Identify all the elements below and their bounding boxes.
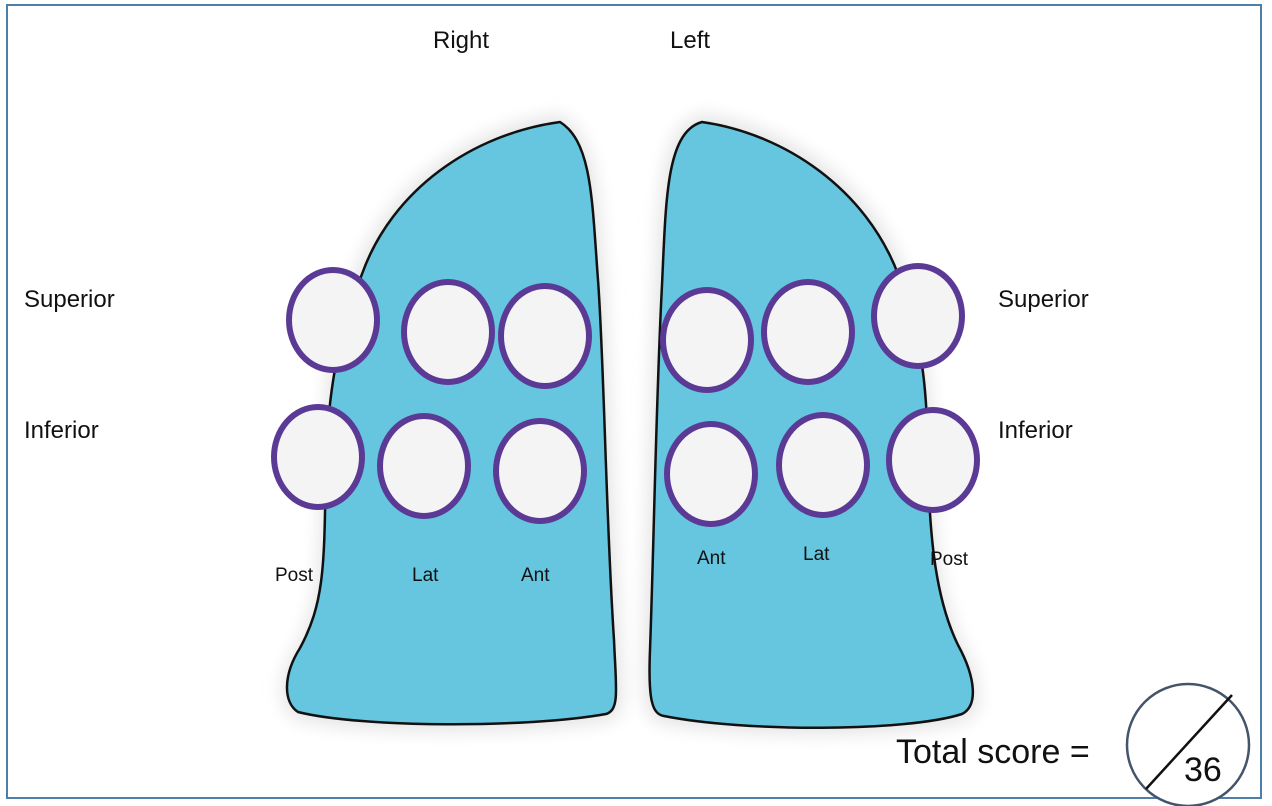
zone-left-superior-lat[interactable] [764,282,852,382]
right-post-label: Post [275,566,313,585]
total-score-max: 36 [1184,753,1222,787]
left-lat-label: Lat [803,545,829,564]
zone-right-inferior-lat[interactable] [380,416,468,516]
superior-label-right: Superior [24,288,115,312]
inferior-label-right: Inferior [24,419,99,443]
zone-right-superior-lat[interactable] [404,282,492,382]
zone-left-superior-ant[interactable] [663,290,751,390]
zone-right-inferior-post[interactable] [274,407,362,507]
zone-left-superior-post[interactable] [874,266,962,366]
left-post-label: Post [930,550,968,569]
zone-left-inferior-ant[interactable] [667,424,755,524]
superior-label-left: Superior [998,288,1089,312]
left-ant-label: Ant [697,549,726,568]
zone-right-superior-post[interactable] [289,270,377,370]
right-lat-label: Lat [412,566,438,585]
zone-left-inferior-post[interactable] [889,410,977,510]
inferior-label-left: Inferior [998,419,1073,443]
right-ant-label: Ant [521,566,550,585]
zone-right-superior-ant[interactable] [501,286,589,386]
total-score-label: Total score = [896,735,1090,769]
zone-left-inferior-lat[interactable] [779,415,867,515]
right-lung-label: Right [433,29,489,53]
zone-right-inferior-ant[interactable] [496,421,584,521]
left-lung-label: Left [670,29,710,53]
